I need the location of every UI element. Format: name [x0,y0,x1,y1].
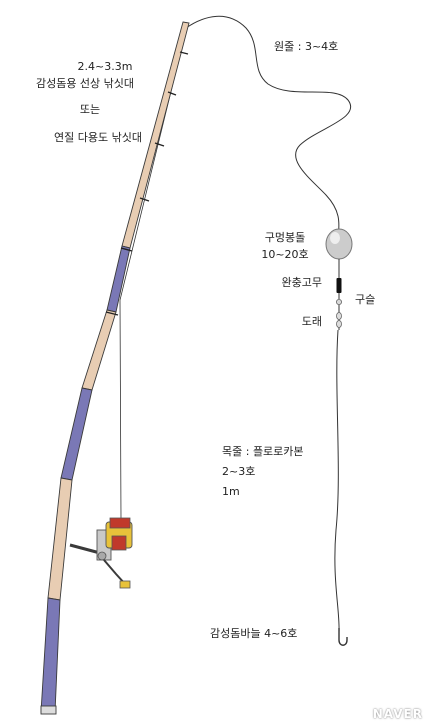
main-line-label: 원줄 : 3~4호 [274,40,339,53]
bead-label: 구슬 [355,293,376,306]
rod-guides [105,51,189,316]
rod-type-label: 감성돔용 선상 낚싯대 [35,77,135,90]
rod-purple-section-upper [106,245,131,313]
hook-label: 감성돔바늘 4~6호 [210,627,298,640]
hook [338,628,348,646]
bead [335,298,342,305]
swivel-label: 도래 [301,315,322,328]
main-line [185,15,352,239]
or-label: 또는 [79,103,101,116]
swivel [336,312,342,328]
naver-watermark: NAVER [372,707,423,721]
leader-name-label: 목줄 : 플로로카본 [222,445,304,458]
sinker-name-label: 구멍봉돌 [264,231,306,244]
rod-handle-section [47,477,73,601]
cushion-rubber [336,278,342,293]
sinker [325,228,353,260]
leader-line [334,329,340,633]
rod-purple-section-lower [60,387,93,481]
rod-butt-section [40,597,61,713]
rod-length-label: 2.4~3.3m [77,60,133,73]
sinker-size-label: 10~20호 [261,248,309,261]
rod-line [119,29,187,521]
rod-butt-cap [40,705,57,715]
spinning-reel [69,517,133,589]
leader-length-label: 1m [222,485,240,498]
leader-size-label: 2~3호 [222,465,256,478]
rod-mid-section [81,309,117,391]
rod-alt-label: 연질 다용도 낚싯대 [54,131,142,144]
cushion-label: 완충고무 [281,276,322,289]
